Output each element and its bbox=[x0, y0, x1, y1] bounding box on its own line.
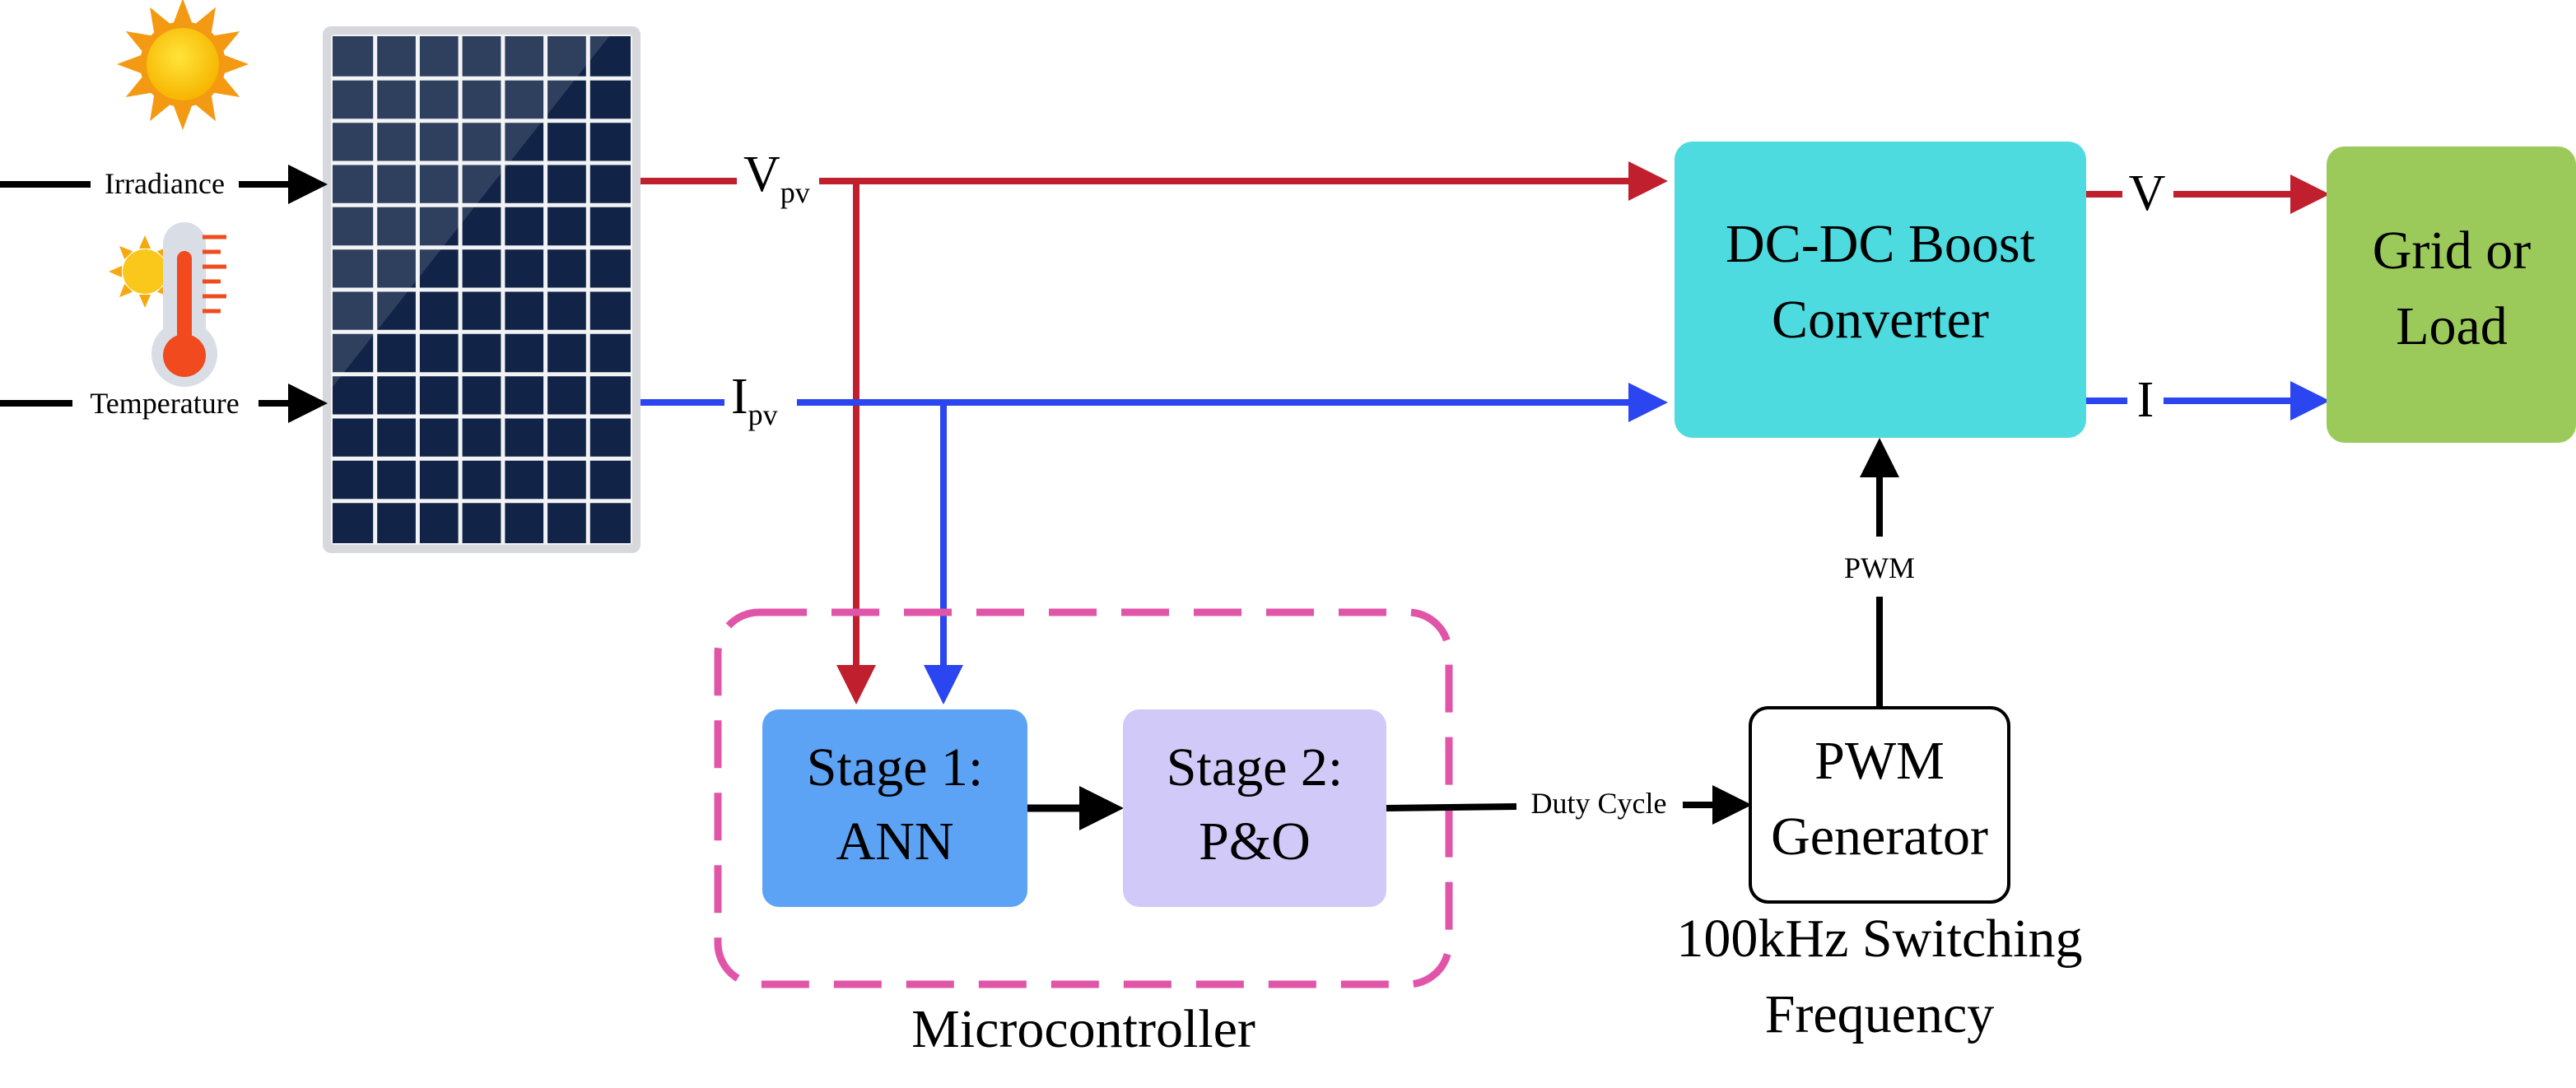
pwm-generator-block: PWM Generator 100kHz Switching Frequency bbox=[1676, 706, 2083, 1044]
frequency-label-line1: 100kHz Switching bbox=[1676, 909, 2082, 969]
boost-label-line1: DC-DC Boost bbox=[1726, 214, 2035, 274]
duty-cycle-line bbox=[1386, 785, 1752, 825]
pwm-gen-label-line2: Generator bbox=[1771, 807, 1988, 867]
stage2-po-block: Stage 2: P&O bbox=[1123, 709, 1386, 907]
stage1-label-line1: Stage 1: bbox=[807, 737, 983, 797]
vpv-signal-line bbox=[641, 161, 1668, 704]
duty-cycle-label: Duty Cycle bbox=[1531, 787, 1667, 820]
pwm-gen-label-line1: PWM bbox=[1814, 731, 1945, 791]
vpv-label: Vpv bbox=[743, 146, 810, 209]
irradiance-input: Irradiance bbox=[0, 165, 328, 204]
ipv-signal-line bbox=[641, 383, 1668, 704]
stage1-label-line2: ANN bbox=[836, 811, 954, 872]
ipv-label: Ipv bbox=[731, 369, 778, 431]
temperature-input: Temperature bbox=[0, 384, 328, 423]
frequency-label-line2: Frequency bbox=[1765, 984, 1995, 1044]
sun-icon bbox=[117, 0, 249, 130]
stage2-label-line2: P&O bbox=[1199, 811, 1311, 872]
thermometer-icon bbox=[109, 222, 226, 387]
output-voltage-label: V bbox=[2129, 165, 2166, 221]
solar-panel-icon bbox=[323, 26, 641, 553]
irradiance-label: Irradiance bbox=[105, 167, 225, 200]
pwm-signal-label: PWM bbox=[1844, 551, 1915, 584]
dc-dc-boost-converter-block: DC-DC Boost Converter bbox=[1675, 142, 2086, 438]
grid-label-line2: Load bbox=[2396, 296, 2508, 356]
temperature-label: Temperature bbox=[90, 387, 239, 420]
stage1-ann-block: Stage 1: ANN bbox=[762, 709, 1027, 907]
microcontroller-boundary: Microcontroller bbox=[714, 608, 1453, 1059]
grid-or-load-block: Grid or Load bbox=[2327, 146, 2576, 443]
grid-label-line1: Grid or bbox=[2373, 221, 2531, 281]
microcontroller-label: Microcontroller bbox=[911, 999, 1255, 1059]
boost-label-line2: Converter bbox=[1772, 290, 1989, 350]
stage2-label-line1: Stage 2: bbox=[1167, 737, 1343, 797]
output-current-label: I bbox=[2137, 372, 2154, 428]
